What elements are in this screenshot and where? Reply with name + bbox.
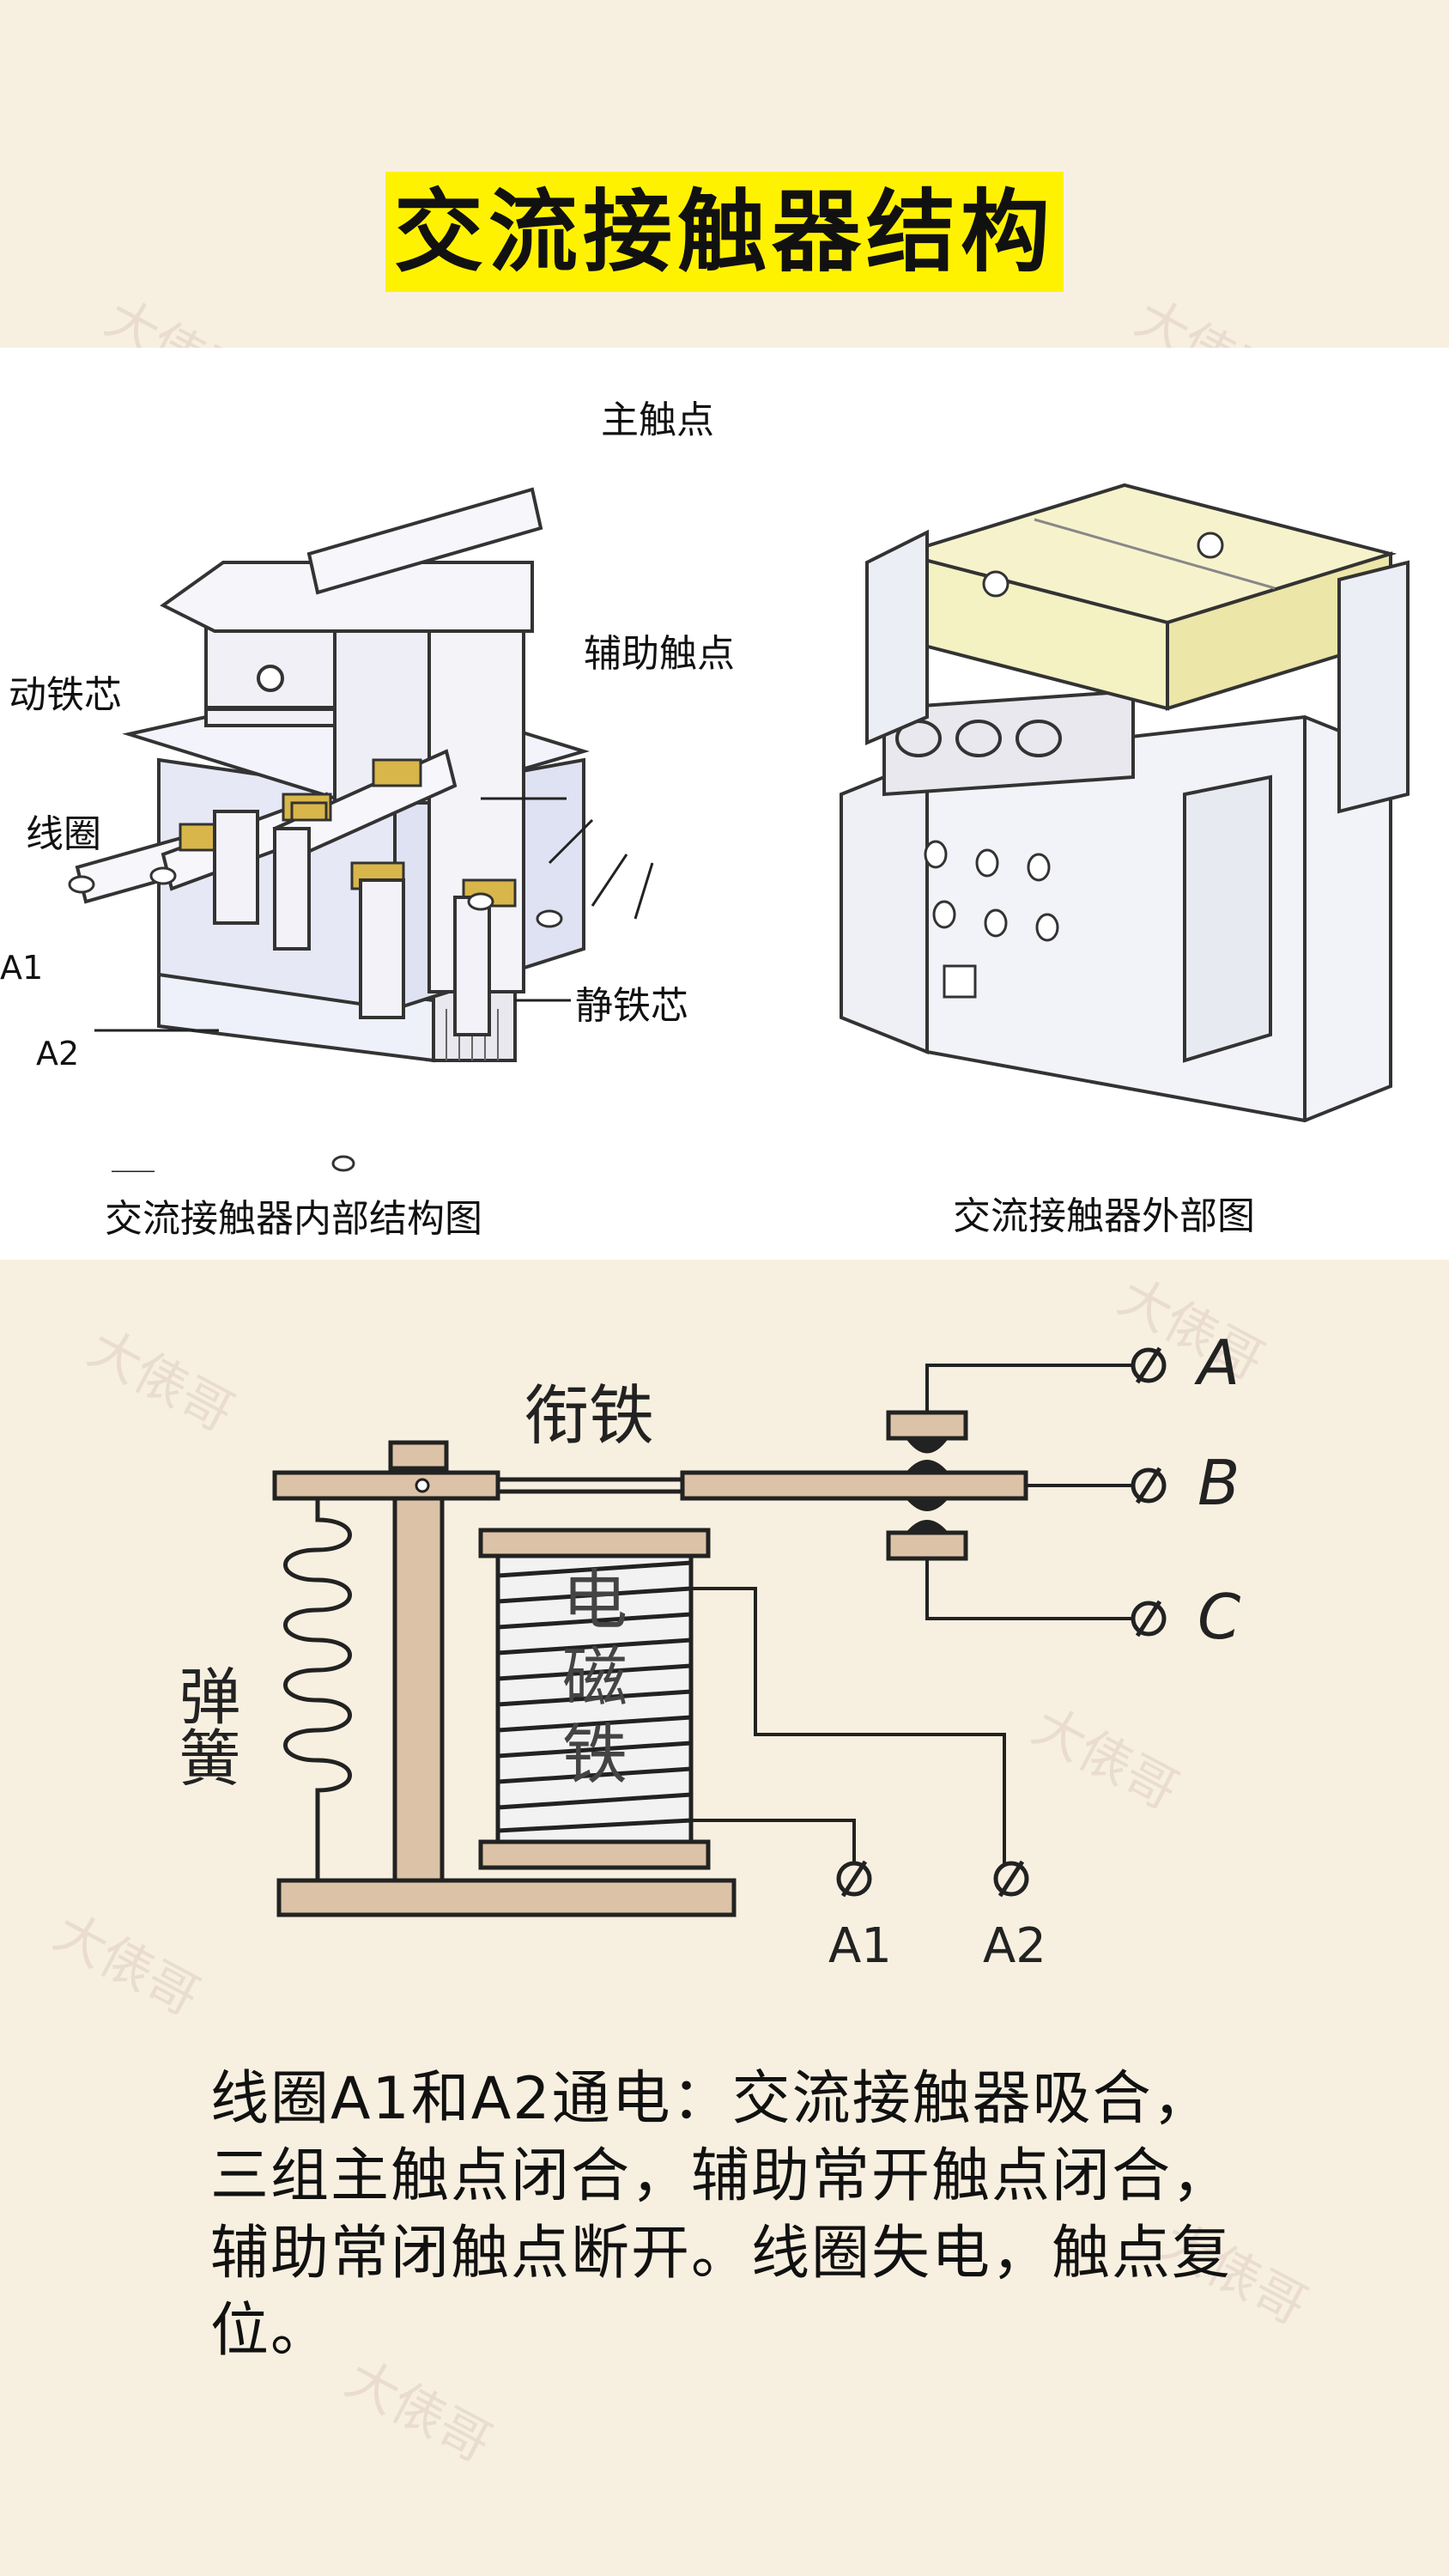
coil-terminal-a1: A1 xyxy=(828,1918,892,1974)
internal-caption: 交流接触器内部结构图 xyxy=(105,1197,482,1241)
label-coil: 线圈 xyxy=(26,812,101,856)
label-moving-core: 动铁芯 xyxy=(9,673,122,717)
label-aux-contact: 辅助触点 xyxy=(584,632,735,676)
label-a1: A1 xyxy=(0,949,44,987)
title-wrap: 交流接触器结构 xyxy=(0,172,1449,292)
electromagnet-char-2: 磁 xyxy=(562,1639,627,1716)
description-text: 线圈A1和A2通电：交流接触器吸合，三组主触点闭合，辅助常开触点闭合，辅助常闭触… xyxy=(210,2065,1233,2365)
external-caption: 交流接触器外部图 xyxy=(953,1194,1255,1238)
electromagnet-char-1: 电 xyxy=(562,1562,627,1638)
terminal-c: C xyxy=(1197,1581,1241,1653)
terminal-a: A xyxy=(1194,1327,1240,1399)
relay-schematic: 衔铁 弹簧 电 磁 铁 A B C A1 A2 xyxy=(168,1327,1241,1974)
electromagnet-char-3: 铁 xyxy=(562,1716,627,1793)
page-title: 交流接触器结构 xyxy=(385,172,1064,292)
external-view-illustration xyxy=(840,483,1410,1123)
label-main-contact: 主触点 xyxy=(601,398,714,442)
label-a2: A2 xyxy=(36,1035,80,1072)
armature-label: 衔铁 xyxy=(524,1377,654,1454)
internal-structure-illustration xyxy=(68,487,654,1172)
coil-terminal-a2: A2 xyxy=(983,1918,1046,1974)
spring-label-1: 弹簧 xyxy=(168,1664,240,1788)
figure-panel: 主触点 辅助触点 动铁芯 线圈 静铁芯 A1 A2 交流接触器内部结构图 交流接… xyxy=(0,348,1449,1260)
terminal-b: B xyxy=(1197,1447,1240,1519)
label-static-core: 静铁芯 xyxy=(575,984,688,1028)
